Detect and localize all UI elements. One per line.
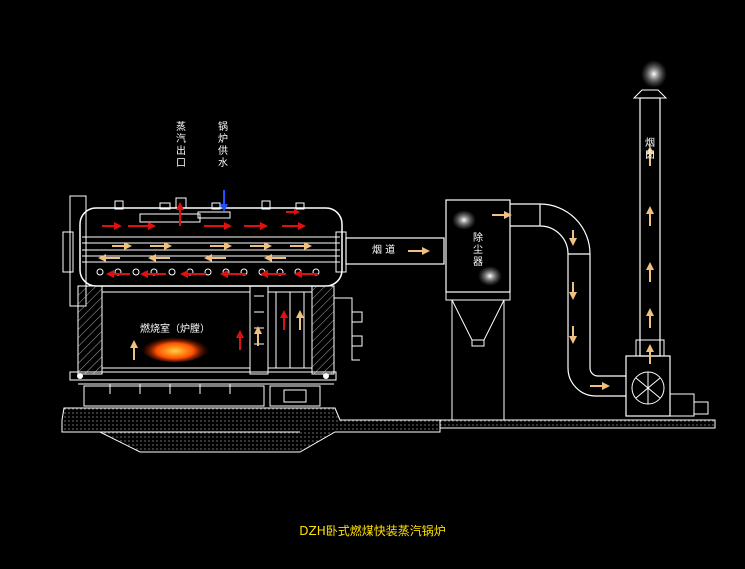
combustion-chamber-label: 燃烧室（炉膛） <box>140 324 210 335</box>
hot-gas-arrows <box>102 202 318 350</box>
smoke-icon <box>478 266 502 286</box>
chimney-label: 烟囱 <box>645 138 655 161</box>
boiler-feed-water-label: 锅炉供水 <box>218 122 228 169</box>
diagram-title: DZH卧式燃煤快装蒸汽锅炉 <box>299 524 446 538</box>
smoke-icon <box>641 60 667 88</box>
steam-outlet-label: 蒸汽出口 <box>176 122 186 169</box>
foundation <box>61 407 716 453</box>
smoke-icon <box>452 210 476 230</box>
water-arrow <box>220 190 228 212</box>
flue-label: 烟 道 <box>372 245 396 256</box>
dust-collector <box>445 199 511 420</box>
flue-gas-arrows <box>98 146 654 390</box>
flame-icon <box>141 334 209 362</box>
flue-duct <box>345 237 445 265</box>
furnace <box>69 285 363 407</box>
boiler-drum <box>62 195 347 307</box>
induced-draft-fan <box>625 355 709 417</box>
chimney <box>632 60 668 357</box>
dust-collector-label: 除尘器 <box>473 233 483 268</box>
exhaust-duct <box>510 203 626 397</box>
